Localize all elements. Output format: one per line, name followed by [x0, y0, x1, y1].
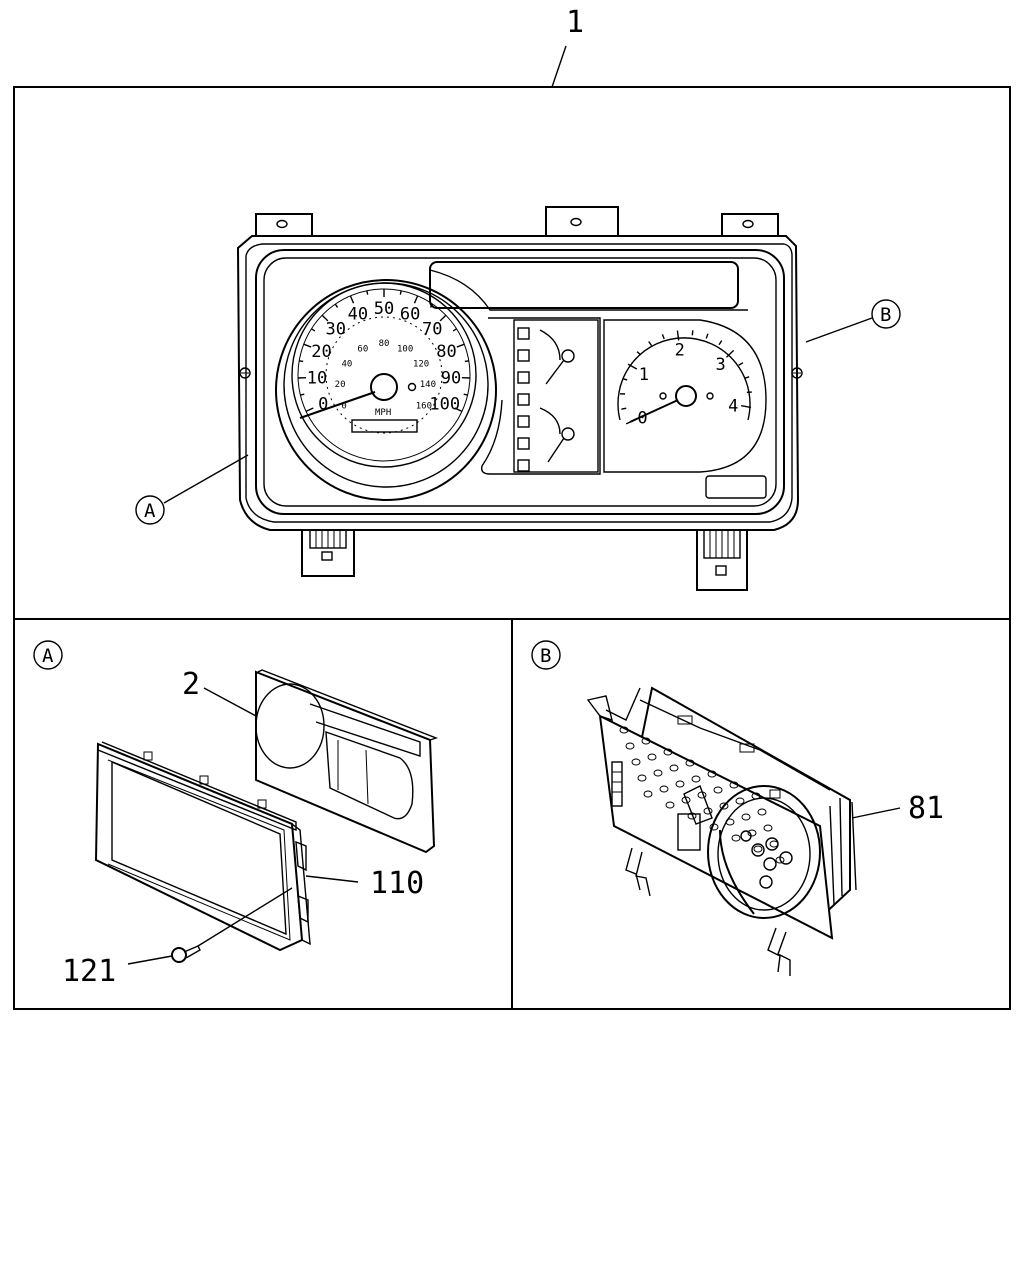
- svg-text:B: B: [540, 645, 551, 667]
- callout-2: 2: [182, 667, 200, 702]
- speedo-tick: [300, 394, 304, 395]
- speedo-mph-label: 90: [441, 368, 461, 388]
- speedo-kmh-label: 100: [397, 344, 413, 354]
- callout-81: 81: [908, 791, 944, 826]
- tacho-label: 1: [639, 365, 649, 385]
- speedo-mph-label: 80: [436, 342, 456, 362]
- speedo-kmh-label: 20: [335, 380, 346, 390]
- tacho-label: 2: [675, 340, 685, 360]
- svg-text:B: B: [880, 304, 891, 326]
- speedo-mph-label: 40: [348, 304, 368, 324]
- speedo-mph-label: 10: [307, 368, 327, 388]
- speedo-tick: [465, 361, 469, 362]
- view-b-marker: B: [532, 641, 560, 669]
- view-a-marker-top: A: [136, 455, 248, 524]
- speedo-mph-label: 100: [429, 394, 460, 414]
- speedo-mph-label: 20: [311, 342, 331, 362]
- speedo-mph-label: 70: [422, 319, 442, 339]
- speedo-mph-label: 30: [326, 319, 346, 339]
- tacho-tick: [621, 408, 626, 409]
- speedo-kmh-label: 80: [379, 339, 390, 349]
- leader-81: [852, 808, 900, 818]
- speedo-unit: MPH: [375, 408, 391, 418]
- tacho-tick: [692, 330, 693, 335]
- speedo-tick: [464, 394, 468, 395]
- leader-1: [552, 46, 566, 87]
- speedo-tick: [400, 291, 401, 295]
- leader-2: [204, 688, 256, 716]
- speedo-tick: [367, 291, 368, 295]
- view-a-marker: A: [34, 641, 62, 669]
- speedo-kmh-label: 40: [341, 359, 352, 369]
- callout-1: 1: [566, 5, 584, 40]
- speedo-mph-label: 50: [374, 299, 394, 319]
- callout-121: 121: [62, 954, 116, 989]
- leader-110: [306, 876, 358, 882]
- leader-121: [128, 956, 172, 964]
- svg-text:A: A: [144, 500, 156, 522]
- view-b-marker-top: B: [806, 300, 900, 342]
- tacho-label: 3: [716, 355, 726, 375]
- speedo-mph-label: 60: [400, 304, 420, 324]
- cluster-movement-rear: [588, 688, 856, 976]
- speedo-kmh-label: 140: [420, 380, 436, 390]
- speedo-kmh-label: 60: [357, 344, 368, 354]
- svg-text:A: A: [42, 645, 54, 667]
- tacho-label: 4: [728, 396, 738, 416]
- speedo-kmh-label: 160: [416, 402, 432, 412]
- callout-110: 110: [370, 866, 424, 901]
- speedo-tick: [299, 361, 303, 362]
- speedo-kmh-label: 120: [413, 359, 429, 369]
